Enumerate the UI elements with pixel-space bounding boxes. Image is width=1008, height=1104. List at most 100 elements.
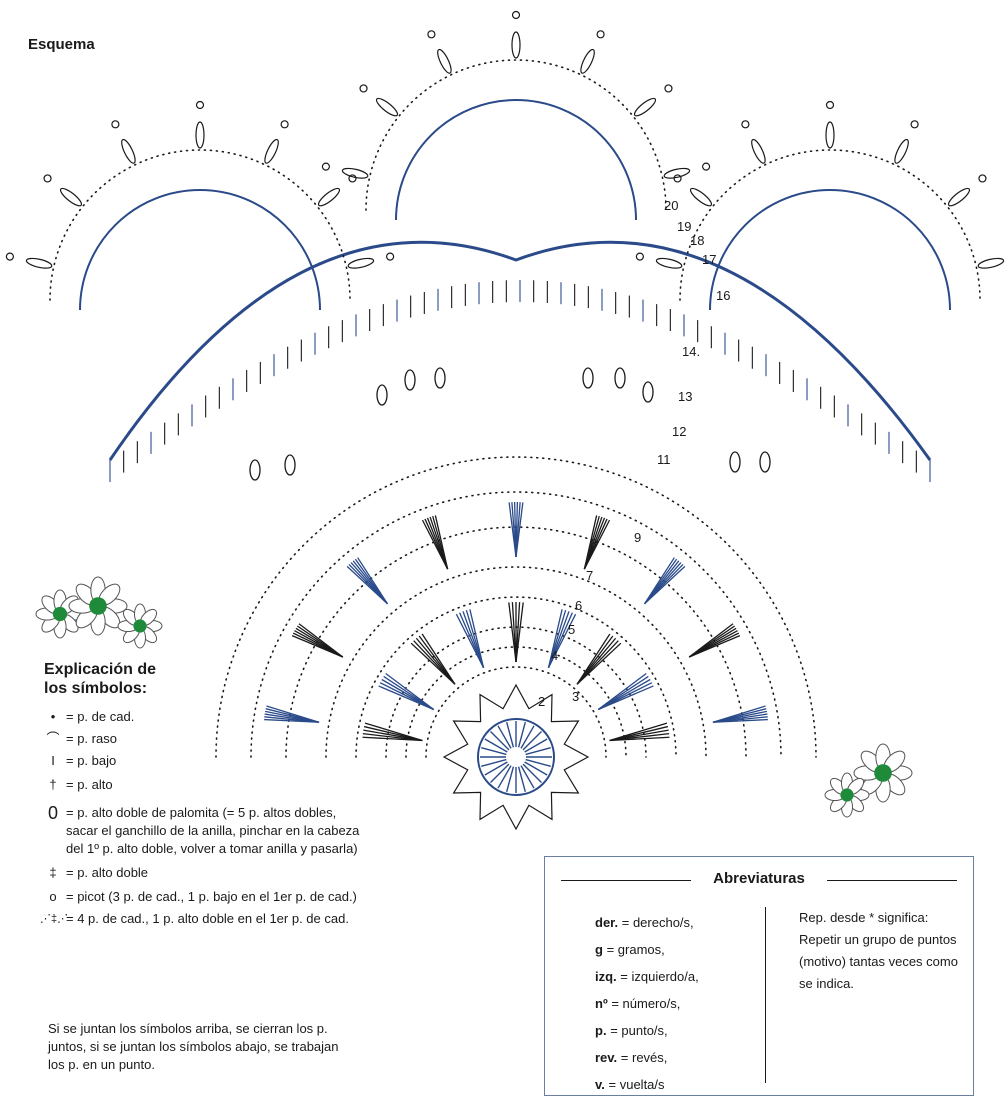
row-number-label: 14.	[682, 344, 700, 359]
flowers-left-icon	[35, 576, 163, 649]
chain-treble-icon: ⋰‡⋰	[40, 913, 69, 925]
center-spoke	[522, 763, 542, 783]
popcorn-stitch	[434, 367, 446, 389]
picot	[386, 252, 395, 261]
center-spoke	[497, 765, 512, 789]
flower-center	[840, 788, 854, 802]
legend-text: = p. alto	[66, 777, 113, 792]
abbreviations-title: Abreviaturas	[713, 870, 805, 887]
popcorn-stitch	[511, 31, 521, 59]
chain-ring	[285, 526, 747, 758]
legend-text: = 4 p. de cad., 1 p. alto doble en el 1e…	[66, 911, 349, 926]
abbr-item: der. = derecho/s,	[595, 915, 694, 930]
stitch-fan	[421, 633, 456, 685]
picot	[195, 100, 205, 110]
popcorn-stitch	[825, 121, 835, 149]
scallop-band	[709, 189, 951, 311]
center-spoke	[497, 725, 512, 749]
popcorn-stitch	[759, 451, 771, 473]
popcorn-stitch	[614, 367, 626, 389]
legend-row-popcorn: 0= p. alto doble de palomita (= 5 p. alt…	[40, 804, 360, 858]
picot	[825, 100, 835, 110]
center-spoke	[484, 761, 508, 776]
blue-arch	[108, 240, 932, 461]
title-rule-left	[561, 880, 691, 881]
legend-row-double: †= p. alto	[40, 776, 360, 794]
picot	[702, 162, 711, 171]
picot	[321, 162, 330, 171]
symbol-legend: •= p. de cad. ⌒= p. raso I= p. bajo †= p…	[40, 708, 360, 932]
legend-row-slip: ⌒= p. raso	[40, 730, 360, 748]
stitch-fan	[515, 602, 524, 663]
stitch-fan	[298, 623, 344, 658]
center-spoke	[481, 747, 507, 756]
picot	[43, 174, 52, 183]
scallop-band	[395, 99, 637, 221]
stitch-fan	[609, 736, 670, 742]
flower-center	[89, 597, 107, 615]
popcorn-stitch	[655, 257, 683, 269]
page-title: Esquema	[28, 36, 95, 53]
legend-text: = p. de cad.	[66, 709, 135, 724]
picot	[673, 174, 682, 183]
center-spoke	[522, 731, 542, 751]
row-number-label: 13	[678, 389, 692, 404]
row-number-label: 8	[590, 536, 597, 551]
row-number-label: 17	[702, 252, 716, 267]
row-number-label: 3	[572, 689, 579, 704]
title-rule-right	[827, 880, 957, 881]
picot	[664, 84, 673, 93]
stitch-fan	[266, 705, 320, 723]
stitch-fan	[598, 685, 654, 711]
flower-center	[874, 764, 892, 782]
picot	[5, 252, 14, 261]
stitch-fan	[385, 672, 435, 711]
row-number-label: 7	[586, 568, 593, 583]
row-number-label: 2	[538, 694, 545, 709]
scallop-ring	[365, 59, 667, 211]
stitch-fan	[576, 642, 622, 685]
legend-text: = picot (3 p. de cad., 1 p. bajo en el 1…	[66, 889, 357, 904]
popcorn-stitch	[341, 167, 369, 179]
picot	[280, 120, 289, 129]
stitch-fan	[547, 613, 577, 669]
scallop-ring	[679, 149, 981, 301]
center-ring	[477, 718, 555, 796]
popcorn-stitch	[121, 138, 136, 164]
row-number-label: 19	[677, 219, 691, 234]
center-spoke	[484, 738, 508, 753]
picot	[427, 30, 436, 39]
scallop-band	[79, 189, 321, 311]
center-spoke	[525, 758, 551, 767]
stitch-fan	[434, 515, 449, 570]
scallop-ring	[49, 149, 351, 301]
picot	[596, 30, 605, 39]
stitch-fan	[688, 635, 741, 658]
center-star	[442, 683, 590, 831]
popcorn-stitch	[663, 167, 691, 179]
popcorn-stitch	[347, 257, 375, 269]
picot	[741, 120, 750, 129]
picot	[910, 120, 919, 129]
popcorn-stitch	[375, 97, 399, 117]
chain-ring	[425, 666, 607, 758]
picot	[348, 174, 357, 183]
picot	[511, 10, 521, 20]
popcorn-stitch	[689, 187, 713, 207]
center-spoke	[490, 731, 510, 751]
repeat-note: Rep. desde * significa: Repetir un grupo…	[799, 910, 958, 991]
stitch-fan	[364, 722, 423, 742]
popcorn-stitch	[249, 459, 261, 481]
legend-title-line2: los símbolos:	[44, 680, 148, 697]
popcorn-stitch	[751, 138, 766, 164]
center-spoke	[506, 766, 515, 792]
stitch-fan	[515, 502, 524, 558]
legend-text: = p. alto doble	[66, 865, 149, 880]
row-number-label: 5	[568, 622, 575, 637]
popcorn-stitch	[580, 48, 595, 74]
abbr-item: v. = vuelta/s	[595, 1077, 665, 1092]
legend-text: = p. bajo	[66, 753, 117, 768]
row-number-label: 6	[575, 598, 582, 613]
